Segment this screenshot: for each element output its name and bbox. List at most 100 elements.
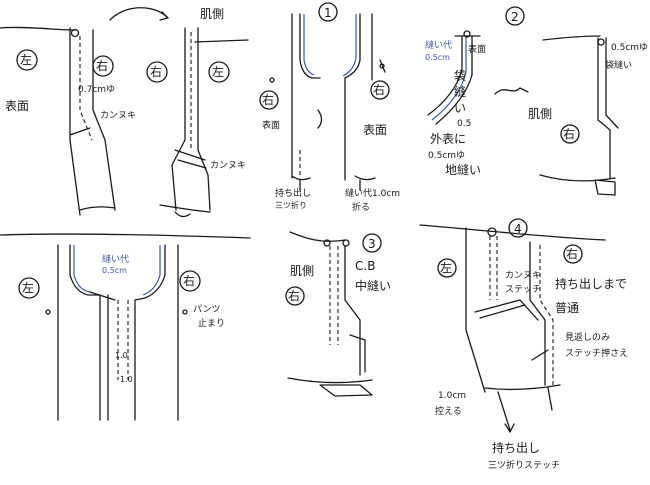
- step-3-circle: [362, 233, 382, 253]
- step2-transition-arrow: [494, 87, 529, 95]
- step2-right-piece: [597, 37, 611, 179]
- step2-front: 表面: [468, 43, 486, 55]
- step1-right-tick: [379, 59, 386, 73]
- step1-button-dot: [269, 77, 275, 83]
- step4-kannuki-line: [474, 299, 539, 321]
- right-piece-outline-right: [197, 27, 211, 211]
- step1-label-front-2: 表面: [363, 123, 387, 137]
- label-right: 右: [96, 58, 108, 73]
- bl-label-left-circle: [18, 277, 40, 299]
- step4-bottom-1: 持ち出し: [492, 440, 540, 455]
- step2-outer-1: 外表に: [430, 132, 466, 146]
- step4-bottom-arrow: [497, 391, 511, 431]
- bl-nui: 縫い代: [102, 253, 129, 265]
- bl-measure-2: 1.0: [120, 375, 133, 384]
- step4-right-dash: [539, 245, 554, 385]
- step3-right-edge: [344, 245, 361, 376]
- transition-arrow: [109, 7, 169, 21]
- step4-top: [419, 224, 606, 241]
- step1-moti-2: 三ツ折り: [275, 200, 307, 210]
- panel-step-2: 2 縫い代 0.5cm 表面 袋 縫 い 0.5 外表に 0.5cmゆ 地縫い …: [425, 6, 648, 196]
- step4-right: 右: [566, 246, 578, 261]
- bl-dot-left: [45, 309, 51, 315]
- step1-nui-1: 縫い代1.0cm: [345, 187, 400, 199]
- waist-line-right: [194, 39, 249, 43]
- bl-left-blue: [73, 245, 91, 293]
- right-piece-outline: [171, 27, 186, 211]
- left-piece-outline-right: [92, 29, 116, 211]
- step-1-number: 1: [324, 6, 332, 20]
- step1-left-blue: [303, 14, 315, 76]
- step2-outer-2: 0.5cmゆ: [428, 150, 465, 161]
- step3-button: [323, 239, 331, 247]
- step-2-circle: [505, 6, 525, 26]
- step2-nui: 縫い代: [425, 39, 452, 51]
- step2-outer-3: 地縫い: [445, 162, 481, 177]
- label-kannuki-2: カンヌキ: [210, 160, 246, 171]
- label-seam-allowance: 0.7cmゆ: [78, 84, 115, 95]
- label-left: 左: [20, 52, 32, 67]
- step2-curve-inner: [435, 35, 473, 125]
- step3-right-circle: [285, 286, 305, 306]
- label-front: 表面: [5, 99, 29, 113]
- right-piece-hem: [159, 204, 211, 213]
- label-right-2: 右: [150, 64, 162, 79]
- step1-button-dot-2: [379, 63, 385, 69]
- label-skin-side: 肌側: [200, 7, 224, 21]
- bl-waist-line: [0, 233, 251, 239]
- step2-nui-val: 0.5cm: [425, 53, 450, 62]
- bl-right-blue: [142, 245, 161, 296]
- step1-label-right: 右: [262, 92, 274, 107]
- left-piece-hem: [79, 206, 116, 211]
- step4-kan-1: カンヌキ: [505, 270, 541, 281]
- step-4-circle: [508, 218, 528, 238]
- step2-right-piece-inner: [605, 37, 619, 129]
- bl-pants-1: パンツ: [193, 304, 220, 315]
- step1-left-inner: [299, 13, 313, 79]
- bl-nui-val: 0.5cm: [102, 266, 127, 275]
- step2-fukuro-3: い: [454, 101, 466, 115]
- step2-hem-fold: [594, 179, 616, 196]
- step3-naka: 中縫い: [355, 278, 391, 293]
- step2-top-text: 袋縫い: [605, 59, 632, 71]
- step1-label-front: 表面: [262, 119, 280, 131]
- bl-left-inner: [69, 244, 101, 421]
- kannuki-mark-right: [174, 149, 207, 169]
- panel-bottom-left: 左 右 縫い代 0.5cm パンツ 止まり 1.0 1.0: [0, 233, 251, 421]
- step3-hem-fold: [319, 384, 373, 397]
- step2-button-2: [597, 38, 605, 46]
- step2-top-val: 0.5cmゆ: [611, 42, 648, 53]
- step4-left: 左: [440, 260, 452, 275]
- panel-step-1: 1 右 右 表面 表面 持ち出し 三ツ折り 縫い代1.0cm 折る: [259, 2, 400, 213]
- step-2-number: 2: [511, 10, 519, 24]
- label-kannuki: カンヌキ: [100, 110, 136, 121]
- step1-fold-arrow: [317, 109, 323, 129]
- step2-top-line: [542, 35, 601, 41]
- step3-button-2: [342, 239, 350, 247]
- bl-pants-2: 止まり: [198, 317, 225, 329]
- step1-right-hem: [354, 175, 376, 181]
- step1-label-right-2-circle: [370, 80, 390, 100]
- transition-arrowhead: [159, 11, 169, 21]
- step2-curve-outer: [427, 35, 463, 116]
- step4-mikae-2: ステッチ押さえ: [565, 347, 628, 359]
- step2-button: [463, 30, 471, 38]
- bl-measure-1: 1.0: [115, 351, 128, 360]
- step2-curve-blue: [431, 36, 467, 121]
- panel-step-3: 3 肌側 右 C.B 中縫い: [285, 231, 391, 397]
- step2-width: 0.5: [457, 119, 471, 129]
- step4-hikae-1: 1.0cm: [438, 391, 466, 401]
- bl-label-left: 左: [22, 280, 34, 295]
- bl-overlap: [89, 291, 116, 301]
- step4-button: [487, 227, 497, 237]
- step3-hem: [287, 377, 373, 384]
- bl-right-inner: [134, 244, 166, 421]
- step4-mikae-1: 見返しのみ: [565, 331, 610, 343]
- label-left-2: 左: [212, 64, 224, 79]
- step4-hikae-arrow: [547, 387, 553, 411]
- step4-left-circle: [437, 258, 457, 278]
- step1-right-outer: [344, 13, 361, 79]
- step4-bottom-2: 三ツ折りステッチ: [488, 459, 560, 471]
- step4-right-circle: [563, 244, 583, 264]
